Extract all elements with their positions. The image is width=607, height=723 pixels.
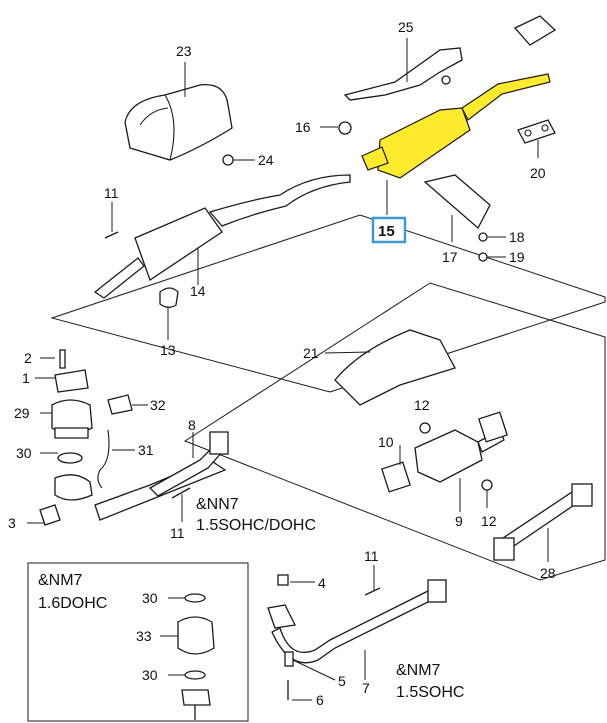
callout-19: 19	[509, 249, 525, 265]
part-15-callout-box	[371, 216, 407, 244]
callout-33: 33	[136, 628, 152, 644]
callout-3: 3	[8, 515, 16, 531]
callout-31: 31	[138, 442, 154, 458]
rear-muffler-15	[361, 73, 551, 215]
callout-5: 5	[338, 673, 346, 689]
heat-shield-17	[423, 174, 491, 242]
callout-18: 18	[509, 229, 525, 245]
note-nm7-right-code: &NM7	[396, 662, 441, 679]
catalytic-converter-9	[381, 411, 508, 512]
callout-7: 7	[362, 680, 370, 696]
callout-32: 32	[150, 397, 166, 413]
oxygen-sensor-31	[97, 429, 110, 489]
callout-21: 21	[303, 345, 319, 361]
callout-25: 25	[398, 19, 414, 35]
upper-section-frame	[50, 214, 606, 393]
callout-20: 20	[530, 165, 546, 181]
callout-8: 8	[188, 417, 196, 433]
callout-11b: 11	[170, 525, 185, 541]
callout-23: 23	[176, 43, 192, 59]
callout-6: 6	[316, 692, 324, 708]
note-nn7-code: &NN7	[196, 496, 239, 513]
middle-section-frame	[183, 282, 606, 581]
nut-19	[478, 252, 488, 262]
front-pipe-8	[148, 431, 229, 497]
nut-12a	[419, 422, 431, 434]
rubber-mount-13	[159, 287, 179, 340]
heat-shield-23	[124, 62, 233, 161]
callout-29: 29	[14, 405, 30, 421]
nm7-1.6dohc-parts	[160, 593, 215, 720]
bolt-11a	[104, 231, 119, 239]
note-nm7-box-code: &NM7	[38, 572, 83, 589]
callout-30b: 30	[142, 590, 158, 606]
tailpipe-tip	[513, 15, 557, 46]
callout-12a: 12	[414, 397, 430, 413]
callout-15: 15	[378, 223, 395, 240]
note-nm7-right-engine: 1.5SOHC	[396, 684, 464, 701]
callout-1: 1	[22, 370, 30, 386]
note-nn7-engine: 1.5SOHC/DOHC	[196, 517, 316, 534]
nut-24	[222, 154, 234, 166]
bracket-25	[343, 38, 463, 101]
callout-10: 10	[378, 434, 394, 450]
callout-9: 9	[455, 513, 463, 529]
center-muffler-14	[93, 174, 351, 299]
callout-12b: 12	[481, 513, 497, 529]
callout-4: 4	[318, 575, 326, 591]
nut-12b	[481, 479, 493, 491]
callout-14: 14	[190, 283, 206, 299]
bolt-11b	[171, 487, 191, 499]
pipe-28	[493, 483, 593, 562]
callout-16: 16	[295, 119, 311, 135]
callout-2: 2	[24, 350, 32, 366]
bracket-32	[107, 394, 133, 415]
nm7-1.6dohc-inset-frame	[27, 562, 249, 722]
bolt-11c	[364, 587, 381, 596]
callout-24: 24	[258, 152, 274, 168]
washer-18	[478, 232, 488, 242]
front-pipe-7	[267, 574, 447, 701]
callout-30a: 30	[16, 445, 32, 461]
callout-28: 28	[540, 565, 556, 581]
callout-30c: 30	[142, 667, 158, 683]
callout-13: 13	[160, 342, 176, 358]
callout-17: 17	[442, 249, 458, 265]
heat-shield-21	[324, 329, 456, 406]
rubber-hanger-20	[517, 119, 556, 158]
callout-11a: 11	[104, 185, 119, 201]
clamp-16	[338, 121, 352, 135]
callout-11c: 11	[364, 548, 379, 564]
note-nm7-box-engine: 1.6DOHC	[38, 595, 107, 612]
